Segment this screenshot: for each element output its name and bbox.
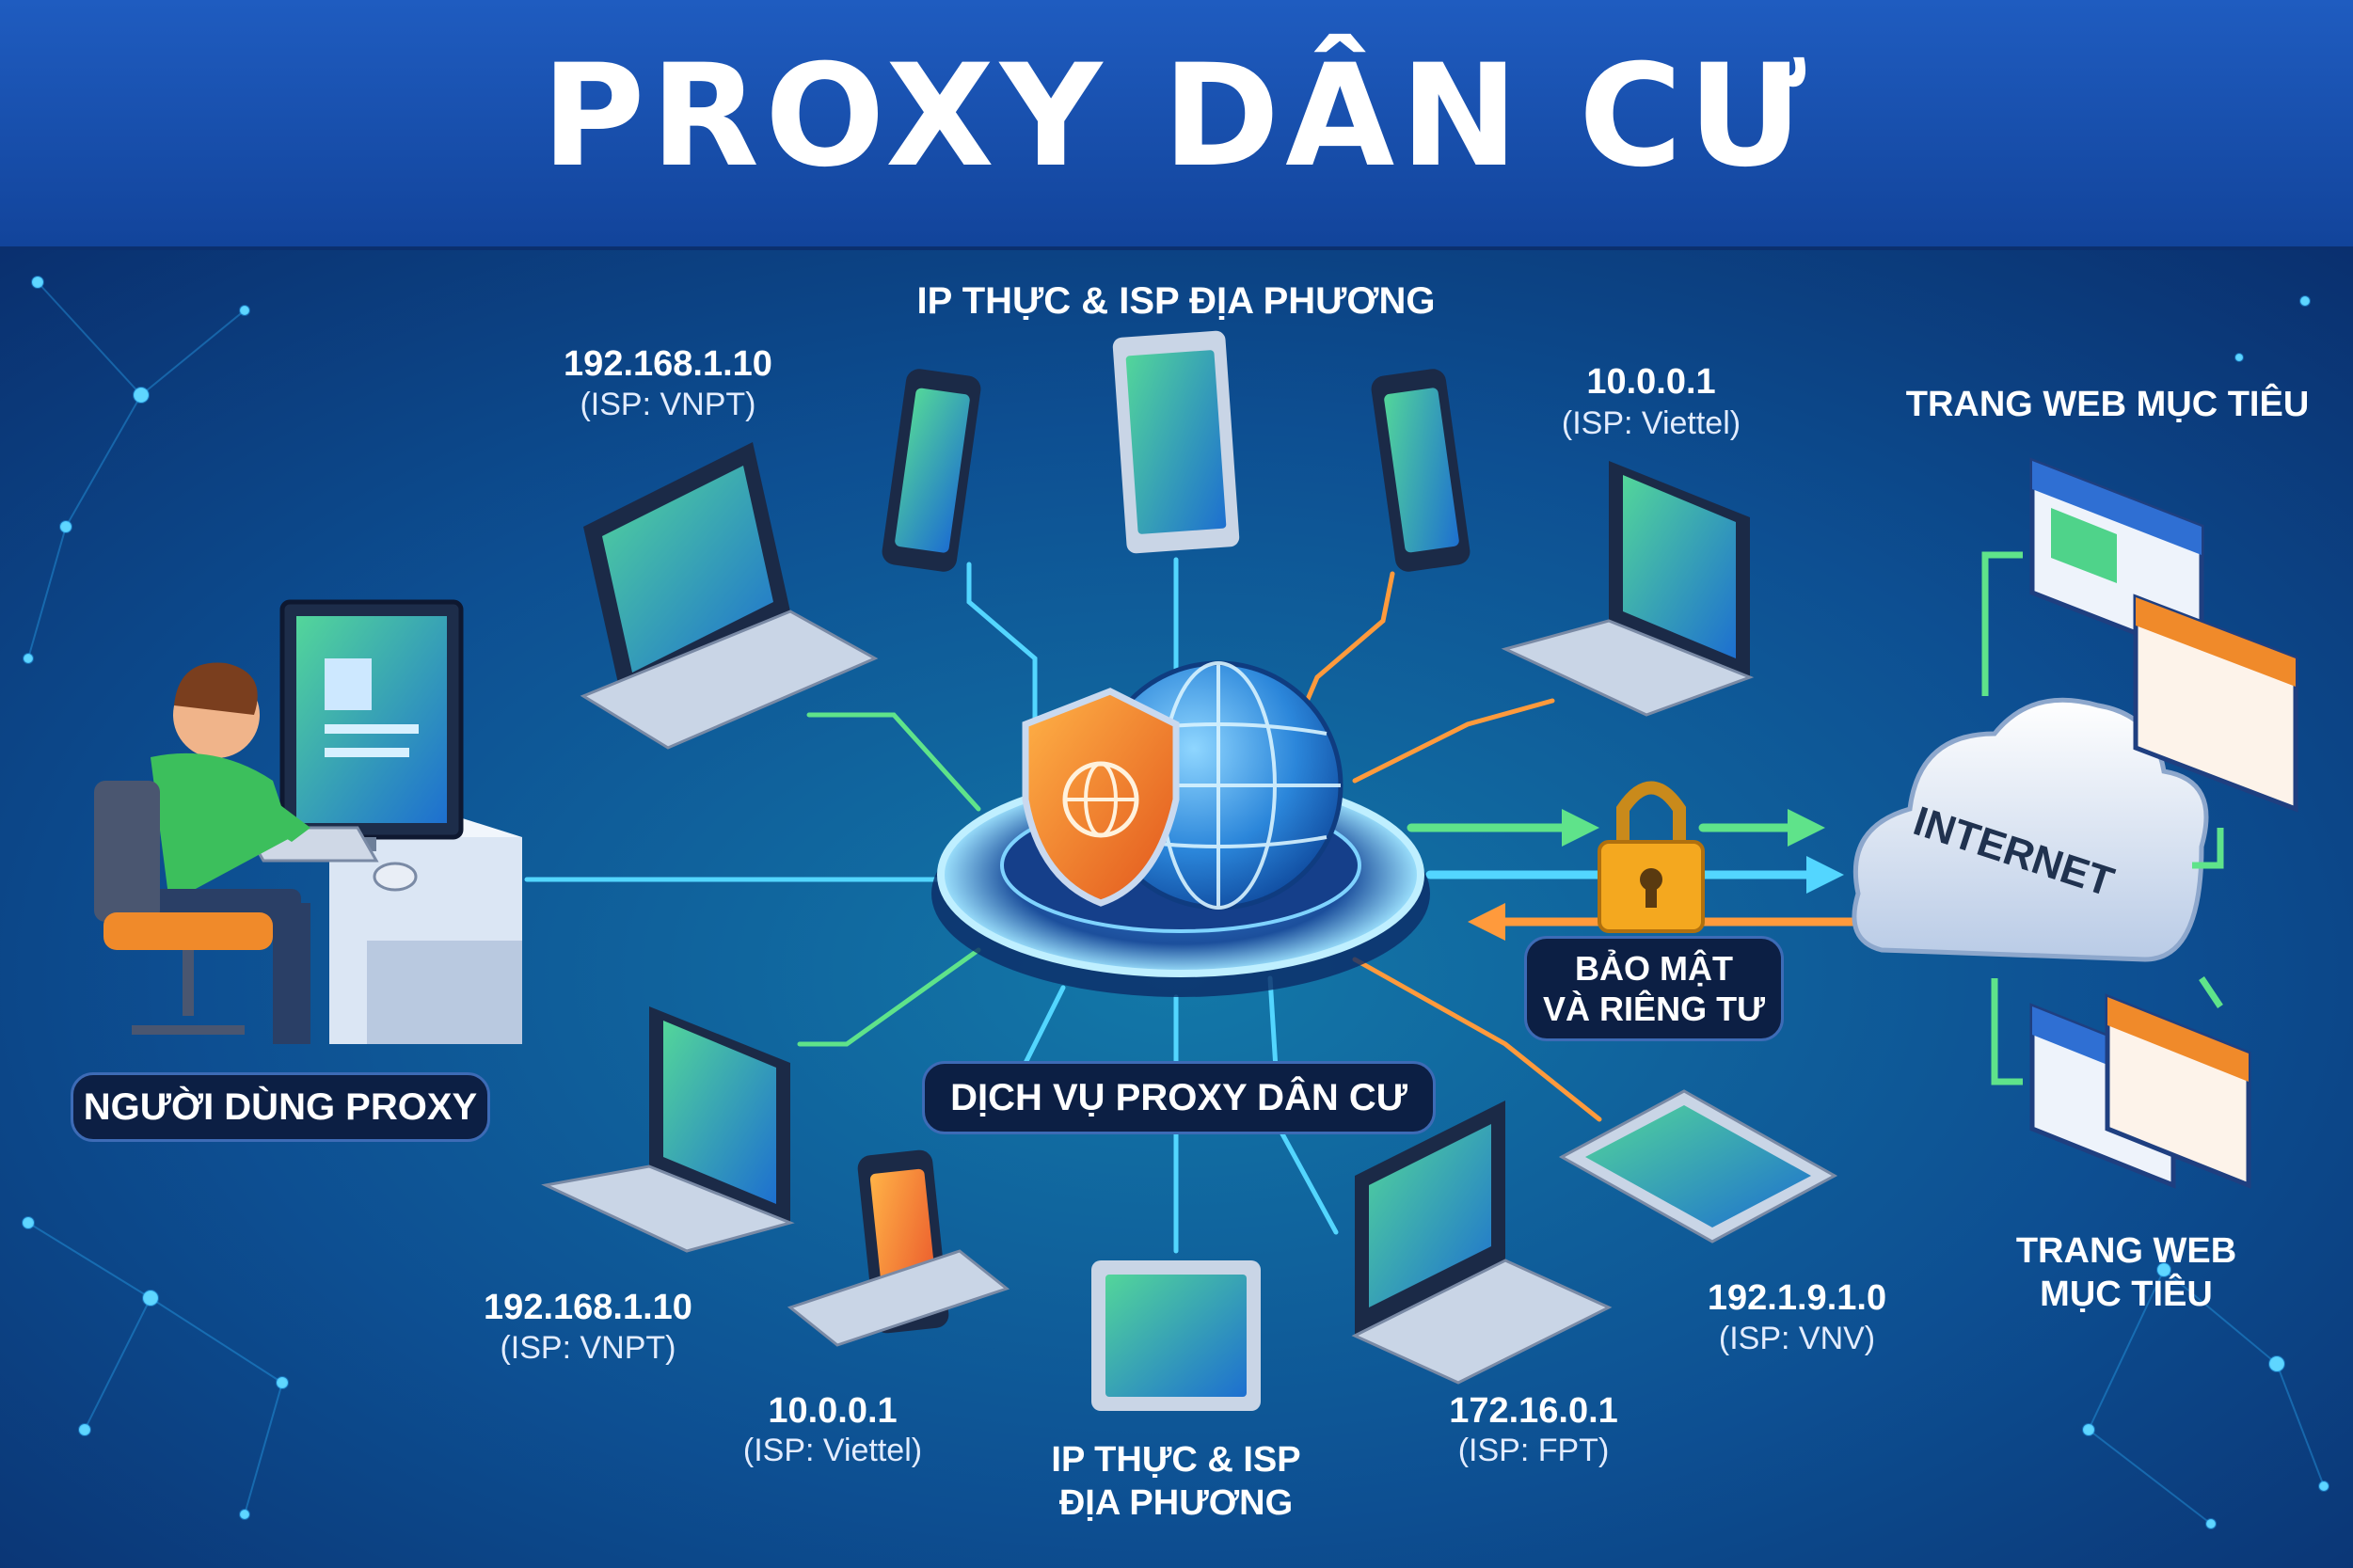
isp-label-bottom-center: (ISP: FPT) (1457, 1433, 1610, 1468)
line-to-top-right-laptop (1352, 698, 1555, 784)
cloud-icon (1852, 697, 2209, 962)
laptop-icon-bottom-center (1351, 1101, 1613, 1385)
top-heading: IP THỰC & ISP ĐỊA PHƯƠNG (916, 280, 1436, 322)
bottom-heading: IP THỰC & ISP ĐỊA PHƯƠNG (988, 1439, 1364, 1525)
internet-arrows (1981, 551, 2224, 1085)
line-to-bottom-right-tablet (1352, 957, 1602, 1122)
ip-label-top-right: 10.0.0.1 (1586, 362, 1716, 402)
service-label: DỊCH VỤ PROXY DÂN CƯ (922, 1061, 1436, 1134)
laptop-icon-top-right (1501, 461, 1755, 717)
page-title: PROXY DÂN CƯ (541, 35, 1812, 198)
laptop-icon-bottom-left (541, 1006, 795, 1253)
target-label-bottom-line1: TRANG WEB (2015, 1231, 2237, 1271)
ip-label-bottom-mid: 10.0.0.1 (768, 1391, 898, 1431)
browser-window-icon-top (2029, 457, 2298, 813)
network-dots (22, 276, 2329, 1529)
user-at-desk-illustration (94, 599, 522, 1044)
isp-label-top-right: (ISP: Viettel) (1561, 405, 1741, 441)
bottom-heading-line1: IP THỰC & ISP (1051, 1440, 1301, 1480)
tablet-icon-bottom (1091, 1260, 1261, 1411)
isp-label-top-left: (ISP: VNPT) (580, 387, 756, 422)
phone-icon-top-left (882, 369, 981, 572)
arrows-to-internet (1407, 809, 1924, 941)
security-label-line1: BẢO MẬT (1575, 949, 1733, 988)
bottom-heading-line2: ĐỊA PHƯƠNG (1058, 1482, 1294, 1523)
tablet-icon-bottom-right (1558, 1089, 1838, 1243)
padlock-icon (1598, 781, 1705, 933)
ip-label-top-left: 192.168.1.10 (564, 344, 772, 384)
security-label: BẢO MẬT VÀ RIÊNG TƯ (1524, 936, 1784, 1042)
browser-window-icon-bottom (2029, 993, 2251, 1189)
isp-label-bottom-mid: (ISP: Viettel) (742, 1433, 923, 1468)
isp-label-bottom-right: (ISP: VNV) (1718, 1321, 1876, 1356)
phone-icon-top-right (1371, 369, 1471, 572)
title-banner: PROXY DÂN CƯ (0, 0, 2353, 250)
security-label-line2: VÀ RIÊNG TƯ (1543, 990, 1765, 1029)
phone-icon-bottom-mid (787, 1149, 1010, 1347)
line-to-bottom-left-laptop (797, 947, 981, 1047)
line-to-top-left-laptop (806, 712, 981, 812)
ip-label-bottom-right: 192.1.9.1.0 (1707, 1278, 1887, 1318)
line-to-phone-left (966, 562, 1038, 755)
ip-label-bottom-center: 172.16.0.1 (1449, 1391, 1618, 1431)
target-label-top: TRANG WEB MỤC TIÊU (1905, 385, 2310, 424)
target-label-bottom-line2: MỤC TIÊU (2040, 1274, 2213, 1314)
shield-icon (1022, 688, 1180, 907)
ip-label-bottom-left: 192.168.1.10 (484, 1288, 692, 1327)
tablet-icon-top (1112, 330, 1240, 554)
isp-label-bottom-left: (ISP: VNPT) (500, 1330, 676, 1366)
proxy-hub (931, 660, 1430, 997)
user-label: NGƯỜI DÙNG PROXY (71, 1072, 490, 1142)
target-label-bottom: TRANG WEB MỤC TIÊU (1995, 1230, 2258, 1316)
laptop-icon-top-left (580, 442, 879, 750)
